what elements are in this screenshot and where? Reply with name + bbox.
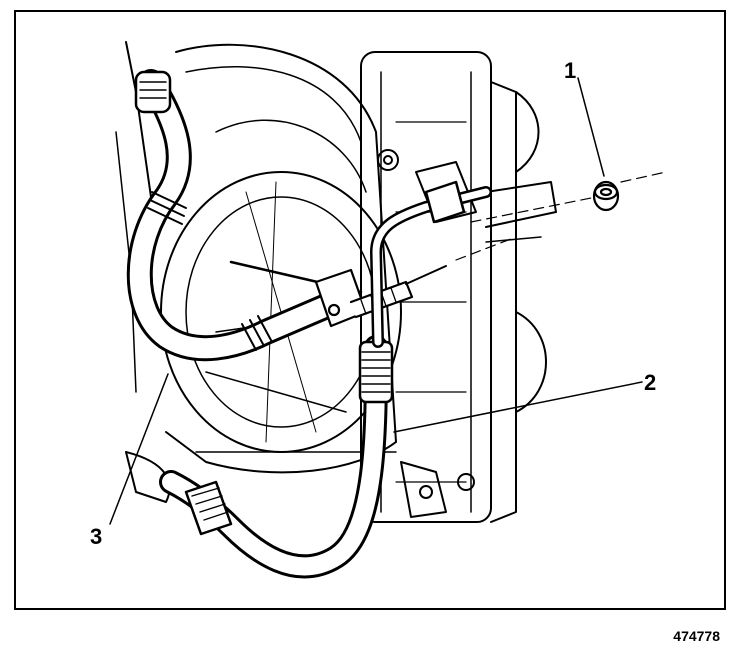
nut-1 [470, 171, 667, 223]
leader-lines [109, 77, 643, 525]
fan-shroud [115, 41, 402, 474]
callout-2: 2 [644, 370, 657, 395]
block-fitting [314, 236, 517, 328]
callout-1: 1 [564, 58, 577, 83]
callout-3: 3 [90, 524, 103, 549]
radiator-condenser [360, 51, 557, 523]
hose-3 [126, 69, 349, 362]
figure-id: 474778 [673, 628, 720, 644]
hose-2 [159, 180, 492, 579]
ac-hose-line-illustration [109, 41, 667, 579]
illustration-frame: 1 2 3 [14, 10, 726, 610]
